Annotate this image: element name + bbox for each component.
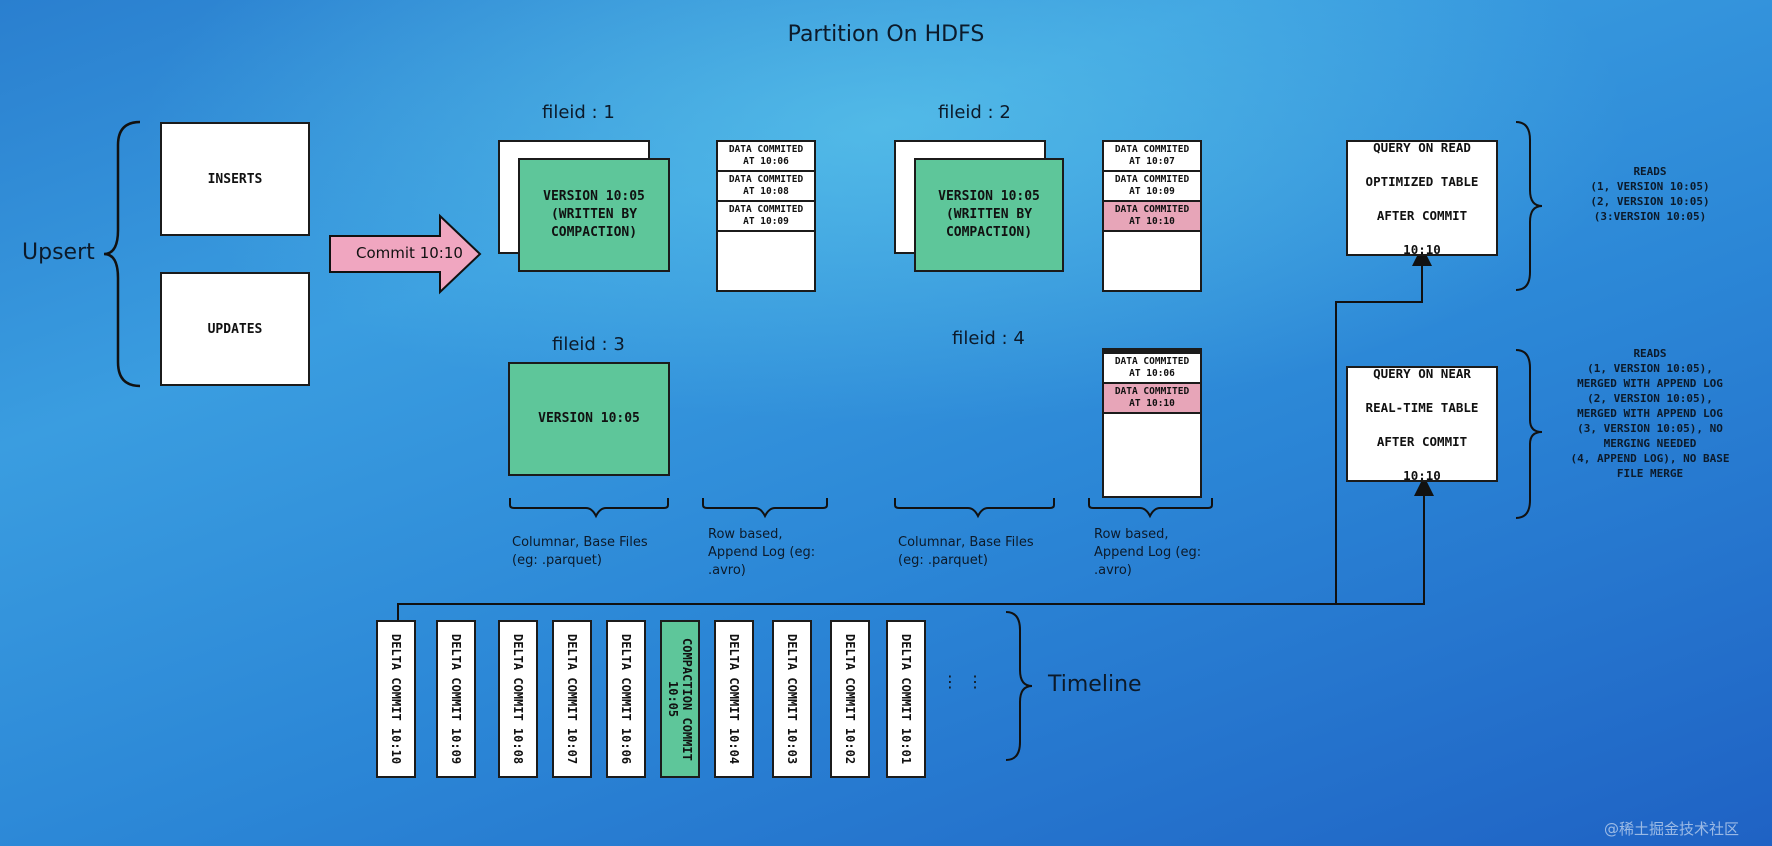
- fileid-1-append-log: DATA COMMITED AT 10:06 DATA COMMITED AT …: [716, 140, 816, 292]
- query-time: 10:10: [1403, 241, 1441, 257]
- delta-commit: DELTA COMMIT 10:06: [606, 620, 646, 778]
- commit-label: DELTA COMMIT 10:08: [511, 633, 525, 765]
- query-time: 10:10: [1403, 467, 1441, 483]
- timeline-label: Timeline: [1048, 672, 1142, 697]
- log-entry: DATA COMMITED AT 10:06: [718, 142, 814, 172]
- commit-label: COMPACTION COMMIT 10:05: [666, 637, 694, 761]
- fileid-2-label: fileid : 2: [938, 102, 1011, 123]
- commit-arrow-shape: [329, 213, 482, 295]
- log-entry-latest: DATA COMMITED AT 10:10: [1104, 384, 1200, 414]
- query-read-optimized-box: QUERY ON READ OPTIMIZED TABLE AFTER COMM…: [1346, 140, 1498, 257]
- commit-label: DELTA COMMIT 10:03: [785, 633, 799, 765]
- log-entry: DATA COMMITED AT 10:09: [718, 202, 814, 232]
- fileid-1-label: fileid : 1: [542, 102, 615, 123]
- reads-read-optimized: READS (1, VERSION 10:05) (2, VERSION 10:…: [1590, 165, 1710, 223]
- reads-brace-1: [1515, 121, 1543, 291]
- query-line-1: QUERY ON READ: [1373, 139, 1471, 155]
- query-near-realtime-text: QUERY ON NEAR REAL-TIME TABLE AFTER COMM…: [1366, 348, 1479, 501]
- fileid-1-base-file: VERSION 10:05 (WRITTEN BY COMPACTION): [518, 158, 670, 272]
- query-line-1: QUERY ON NEAR: [1373, 365, 1471, 381]
- query-commit: COMMIT: [1422, 207, 1468, 223]
- log-entry: DATA COMMITED AT 10:09: [1104, 172, 1200, 202]
- delta-commit: DELTA COMMIT 10:01: [886, 620, 926, 778]
- commit-arrow-label: Commit 10:10: [356, 244, 463, 262]
- log-entry: DATA COMMITED AT 10:07: [1104, 142, 1200, 172]
- commit-label: DELTA COMMIT 10:01: [899, 633, 913, 765]
- query-commit: COMMIT: [1422, 433, 1468, 449]
- delta-commit: DELTA COMMIT 10:09: [436, 620, 476, 778]
- query-near-realtime-box: QUERY ON NEAR REAL-TIME TABLE AFTER COMM…: [1346, 366, 1498, 483]
- page-title: Partition On HDFS: [787, 22, 985, 47]
- commit-label: DELTA COMMIT 10:09: [449, 633, 463, 765]
- connector-to-read-optimized: [1335, 246, 1432, 604]
- fileid-2-base-file: VERSION 10:05 (WRITTEN BY COMPACTION): [914, 158, 1064, 272]
- commit-label: DELTA COMMIT 10:10: [389, 633, 403, 765]
- delta-commit: DELTA COMMIT 10:04: [714, 620, 754, 778]
- fileid-4-append-log: DATA COMMITED AT 10:06 DATA COMMITED AT …: [1102, 348, 1202, 498]
- caption-row-2: Row based, Append Log (eg: .avro): [1094, 527, 1202, 578]
- query-read-optimized-text: QUERY ON READ OPTIMIZED TABLE AFTER COMM…: [1366, 122, 1479, 275]
- delta-commit: DELTA COMMIT 10:10: [376, 620, 416, 778]
- query-line-2: REAL-TIME TABLE: [1365, 399, 1479, 415]
- inserts-box: INSERTS: [160, 122, 310, 236]
- timeline-connector: [397, 603, 1424, 620]
- compaction-commit: COMPACTION COMMIT 10:05: [660, 620, 700, 778]
- fileid-3-base-file: VERSION 10:05: [508, 362, 670, 476]
- fileid-4-label: fileid : 4: [952, 328, 1025, 349]
- timeline-brace: [1005, 611, 1033, 761]
- updates-box: UPDATES: [160, 272, 310, 386]
- query-after: AFTER: [1376, 433, 1415, 449]
- brace-row-1: [702, 498, 828, 519]
- fileid-3-label: fileid : 3: [552, 334, 625, 355]
- log-entry: DATA COMMITED AT 10:06: [1104, 354, 1200, 384]
- log-entry: DATA COMMITED AT 10:08: [718, 172, 814, 202]
- commit-label: DELTA COMMIT 10:04: [727, 633, 741, 765]
- reads-near-realtime: READS (1, VERSION 10:05), MERGED WITH AP…: [1570, 347, 1730, 480]
- brace-columnar-1: [509, 498, 669, 519]
- delta-commit: DELTA COMMIT 10:08: [498, 620, 538, 778]
- commit-label: DELTA COMMIT 10:07: [565, 633, 579, 765]
- delta-commit: DELTA COMMIT 10:03: [772, 620, 812, 778]
- query-after: AFTER: [1376, 207, 1415, 223]
- upsert-label: Upsert: [22, 240, 95, 265]
- reads-brace-2: [1515, 349, 1543, 519]
- query-line-3: AFTER COMMIT: [1366, 207, 1479, 224]
- caption-columnar-2: Columnar, Base Files (eg: .parquet): [898, 535, 1034, 568]
- timeline-ellipsis: ⋮ ⋮: [942, 672, 986, 691]
- timeline-commits: DELTA COMMIT 10:10 DELTA COMMIT 10:09 DELT…: [376, 620, 936, 800]
- log-entry-latest: DATA COMMITED AT 10:10: [1104, 202, 1200, 232]
- delta-commit: DELTA COMMIT 10:07: [552, 620, 592, 778]
- connector-to-near-realtime: [1336, 476, 1434, 605]
- query-line-3: AFTER COMMIT: [1366, 433, 1479, 450]
- caption-columnar-1: Columnar, Base Files (eg: .parquet): [512, 535, 648, 568]
- delta-commit: DELTA COMMIT 10:02: [830, 620, 870, 778]
- upsert-brace: [103, 120, 141, 388]
- commit-label: DELTA COMMIT 10:06: [619, 633, 633, 765]
- caption-row-1: Row based, Append Log (eg: .avro): [708, 527, 816, 578]
- commit-label: DELTA COMMIT 10:02: [843, 633, 857, 765]
- fileid-2-append-log: DATA COMMITED AT 10:07 DATA COMMITED AT …: [1102, 140, 1202, 292]
- brace-row-2: [1088, 498, 1213, 519]
- brace-columnar-2: [894, 498, 1055, 519]
- query-line-2: OPTIMIZED TABLE: [1365, 173, 1479, 189]
- watermark: @稀土掘金技术社区: [1604, 820, 1740, 838]
